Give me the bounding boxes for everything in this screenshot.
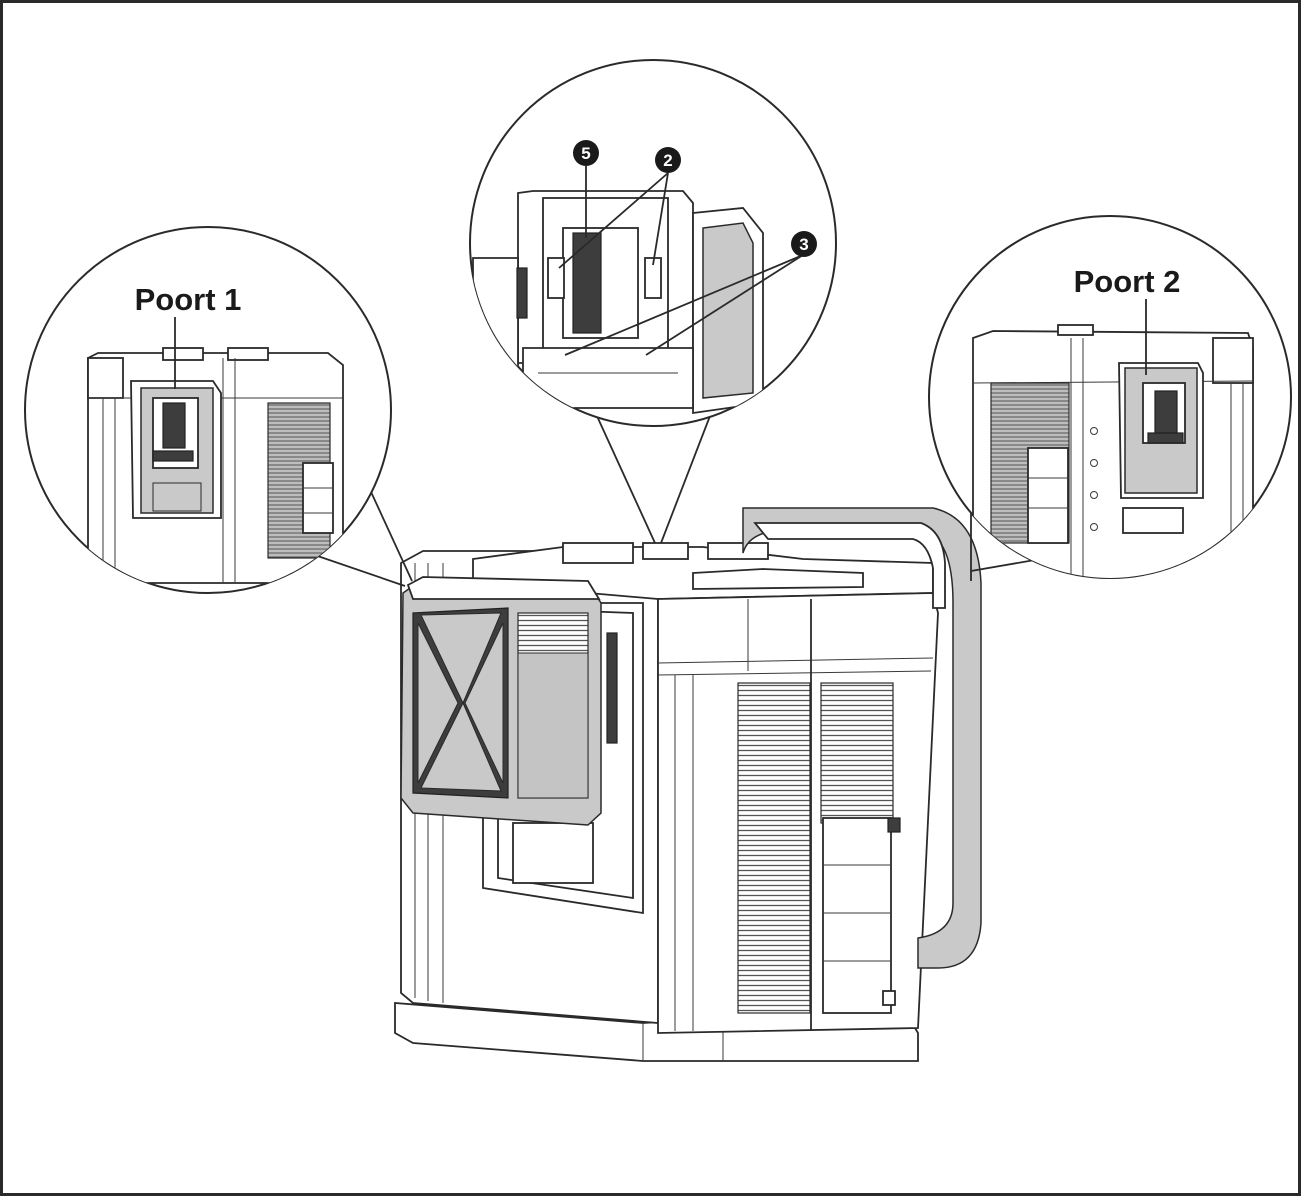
port1-label: Poort 1: [135, 282, 242, 317]
svg-text:2: 2: [663, 151, 672, 170]
top-port-magnifier: 5 2 3: [469, 59, 837, 427]
port2-label: Poort 2: [1074, 264, 1181, 299]
battery-pack: [400, 576, 602, 826]
port1-magnifier: Poort 1: [24, 226, 392, 594]
svg-text:3: 3: [799, 235, 808, 254]
port2-magnifier: Poort 2: [928, 215, 1292, 579]
callout-3: 3: [791, 231, 817, 257]
charging-station-body: [394, 507, 982, 1062]
charging-station-diagram: Poort 1 5: [24, 59, 1292, 1062]
callout-2: 2: [655, 147, 681, 173]
callout-5: 5: [573, 140, 599, 166]
svg-text:5: 5: [581, 144, 590, 163]
